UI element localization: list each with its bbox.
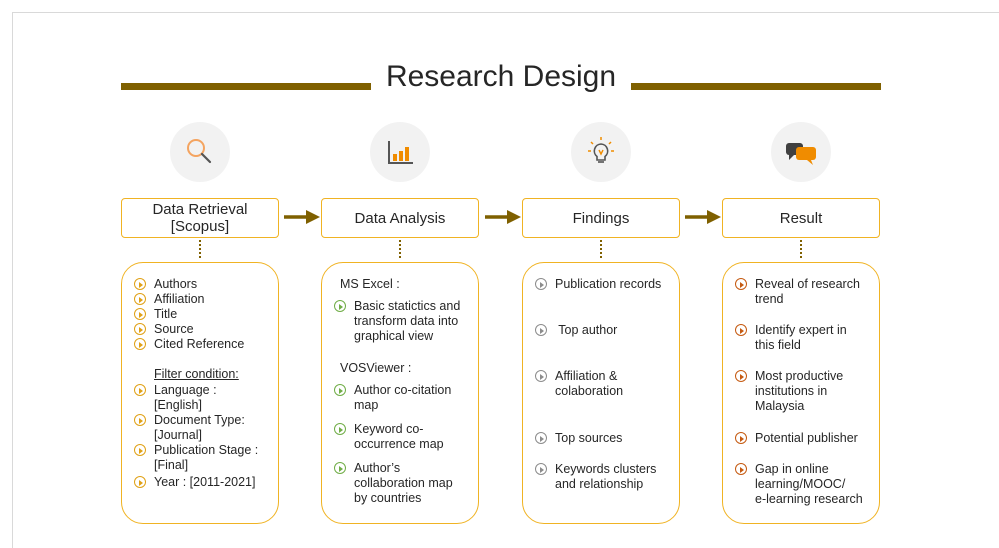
list-item: Top author	[535, 323, 673, 338]
frame-border-left	[12, 12, 13, 548]
magnifier-icon	[170, 122, 230, 182]
list-item: Source	[134, 322, 272, 337]
detail-box-retrieval: Authors Affiliation Title Source Cited R…	[121, 262, 279, 524]
list-item: Year : [2011-2021]	[134, 475, 272, 490]
frame-border-top	[12, 12, 999, 13]
play-bullet-icon	[334, 384, 346, 396]
play-bullet-icon	[134, 278, 146, 290]
list-item: Document Type:[Journal]	[134, 413, 272, 443]
bar-chart-icon	[370, 122, 430, 182]
stage-data-retrieval: Data Retrieval [Scopus]	[121, 198, 279, 238]
play-bullet-icon	[735, 463, 747, 475]
arrow-right-icon	[284, 210, 320, 224]
play-bullet-icon	[134, 338, 146, 350]
play-bullet-icon	[134, 414, 146, 426]
play-bullet-icon	[735, 370, 747, 382]
title-rule-right	[631, 83, 881, 90]
play-bullet-icon	[535, 463, 547, 475]
dotted-connector	[399, 240, 401, 258]
play-bullet-icon	[735, 432, 747, 444]
play-bullet-icon	[535, 278, 547, 290]
play-bullet-icon	[535, 432, 547, 444]
play-bullet-icon	[535, 324, 547, 336]
play-bullet-icon	[334, 462, 346, 474]
play-bullet-icon	[134, 444, 146, 456]
arrow-right-icon	[685, 210, 721, 224]
list-item: Keyword co-occurrence map	[334, 422, 472, 452]
list-item: Title	[134, 307, 272, 322]
stage-label-line1: Data Retrieval	[152, 201, 248, 218]
stage-data-analysis: Data Analysis	[321, 198, 479, 238]
list-item: Potential publisher	[735, 431, 873, 446]
play-bullet-icon	[134, 293, 146, 305]
list-item: Top sources	[535, 431, 673, 446]
play-bullet-icon	[134, 384, 146, 396]
stage-label: Data Analysis	[354, 209, 446, 227]
stage-label-line2: [Scopus]	[170, 218, 230, 235]
stage-label: Result	[779, 209, 823, 227]
play-bullet-icon	[134, 476, 146, 488]
title-rule-left	[121, 83, 371, 90]
list-item: Publication records	[535, 277, 673, 292]
stage-findings: Findings	[522, 198, 680, 238]
dotted-connector	[800, 240, 802, 258]
stage-label: Findings	[572, 209, 630, 227]
list-item: Affiliation &colaboration	[535, 369, 673, 399]
dotted-connector	[600, 240, 602, 258]
play-bullet-icon	[735, 324, 747, 336]
arrow-right-icon	[485, 210, 521, 224]
excel-heading: MS Excel :	[340, 277, 400, 291]
list-item: Authors	[134, 277, 272, 292]
stage-result: Result	[722, 198, 880, 238]
dotted-connector	[199, 240, 201, 258]
lightbulb-icon	[571, 122, 631, 182]
play-bullet-icon	[334, 423, 346, 435]
list-item: Cited Reference	[134, 337, 272, 352]
list-item: Affiliation	[134, 292, 272, 307]
play-bullet-icon	[535, 370, 547, 382]
play-bullet-icon	[334, 300, 346, 312]
list-item: Publication Stage :[Final]	[134, 443, 272, 473]
play-bullet-icon	[134, 308, 146, 320]
play-bullet-icon	[735, 278, 747, 290]
list-item: Language :[English]	[134, 383, 272, 413]
play-bullet-icon	[134, 323, 146, 335]
filter-heading: Filter condition:	[154, 367, 239, 381]
vosviewer-heading: VOSViewer :	[340, 361, 412, 375]
diagram-title: Research Design	[385, 60, 617, 93]
speech-bubbles-icon	[771, 122, 831, 182]
detail-box-findings: Publication records Top author Affiliati…	[522, 262, 680, 524]
